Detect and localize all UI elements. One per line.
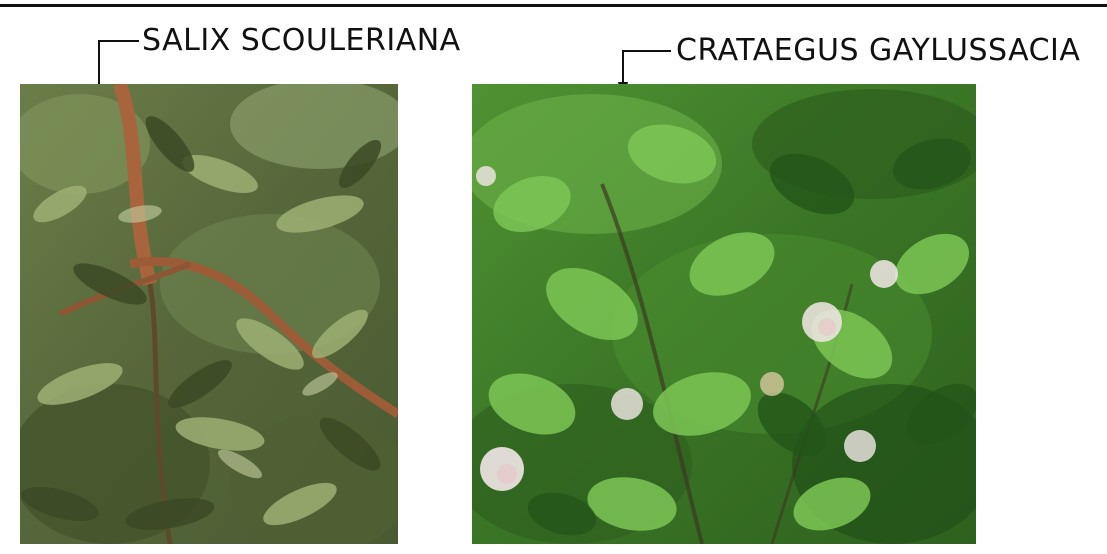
leader-line-vertical-right	[622, 50, 624, 84]
top-border-rule	[0, 4, 1107, 7]
label-salix-scouleriana: SALIX SCOULERIANA	[142, 23, 461, 58]
photo-salix-scouleriana	[20, 84, 398, 544]
leader-line-horizontal-left	[99, 40, 139, 42]
photo-crataegus-gaylussacia	[472, 84, 976, 544]
leader-line-vertical-left	[98, 40, 100, 114]
photo-salix-scouleriana-art	[20, 84, 398, 544]
photo-crataegus-gaylussacia-art	[472, 84, 976, 544]
label-crataegus-gaylussacia: CRATAEGUS GAYLUSSACIA	[676, 33, 1081, 68]
leader-line-horizontal-right	[623, 50, 671, 52]
